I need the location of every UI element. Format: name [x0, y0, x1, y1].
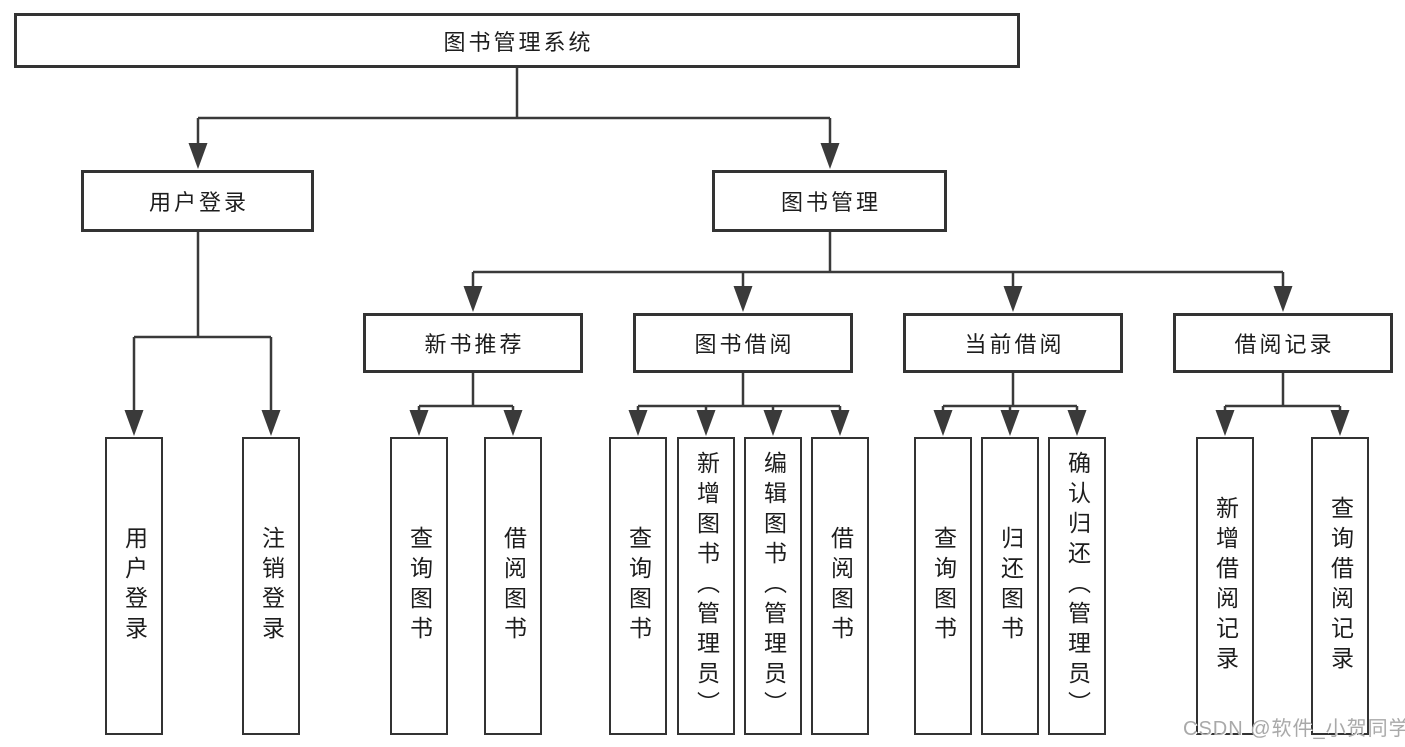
node-current-borrow: 当前借阅 [903, 313, 1123, 373]
leaf-current-confirm-return-admin: 确认归还（管理员） [1048, 437, 1106, 735]
leaf-newbook-query-books-label: 查询图书 [406, 526, 433, 646]
leaf-borrow-query-books-label: 查询图书 [625, 526, 652, 646]
leaf-borrow-borrow-books: 借阅图书 [811, 437, 869, 735]
csdn-watermark: CSDN @软件_小贺同学 [1183, 718, 1405, 740]
leaf-borrow-borrow-books-label: 借阅图书 [827, 526, 854, 646]
leaf-newbook-query-books: 查询图书 [390, 437, 448, 735]
leaf-borrow-edit-books-admin: 编辑图书（管理员） [744, 437, 802, 735]
leaf-records-query-record: 查询借阅记录 [1311, 437, 1369, 735]
node-borrow-records: 借阅记录 [1173, 313, 1393, 373]
leaf-logout-login: 注销登录 [242, 437, 300, 735]
leaf-records-add-record: 新增借阅记录 [1196, 437, 1254, 735]
leaf-current-confirm-return-admin-label: 确认归还（管理员） [1064, 451, 1091, 721]
node-new-book-recommend-label: 新书推荐 [424, 332, 525, 357]
node-book-management-label: 图书管理 [780, 190, 881, 215]
leaf-borrow-add-books-admin: 新增图书（管理员） [677, 437, 735, 735]
leaf-current-query-books-label: 查询图书 [930, 526, 957, 646]
node-root: 图书管理系统 [14, 13, 1020, 68]
leaf-user-login: 用户登录 [105, 437, 163, 735]
node-book-borrow: 图书借阅 [633, 313, 853, 373]
leaf-current-query-books: 查询图书 [914, 437, 972, 735]
node-book-borrow-label: 图书借阅 [694, 332, 795, 357]
leaf-newbook-borrow-books: 借阅图书 [484, 437, 542, 735]
leaf-borrow-add-books-admin-label: 新增图书（管理员） [693, 451, 720, 721]
leaf-borrow-edit-books-admin-label: 编辑图书（管理员） [760, 451, 787, 721]
node-root-label: 图书管理系统 [443, 29, 594, 55]
node-current-borrow-label: 当前借阅 [964, 332, 1065, 357]
leaf-user-login-label: 用户登录 [121, 526, 148, 646]
node-new-book-recommend: 新书推荐 [363, 313, 583, 373]
leaf-logout-login-label: 注销登录 [258, 526, 285, 646]
leaf-current-return-books: 归还图书 [981, 437, 1039, 735]
node-book-management: 图书管理 [712, 170, 947, 232]
leaf-borrow-query-books: 查询图书 [609, 437, 667, 735]
leaf-current-return-books-label: 归还图书 [997, 526, 1024, 646]
leaf-records-add-record-label: 新增借阅记录 [1212, 496, 1239, 676]
node-user-login: 用户登录 [81, 170, 314, 232]
leaf-newbook-borrow-books-label: 借阅图书 [500, 526, 527, 646]
node-user-login-label: 用户登录 [148, 190, 249, 215]
node-borrow-records-label: 借阅记录 [1234, 332, 1335, 357]
leaf-records-query-record-label: 查询借阅记录 [1327, 496, 1354, 676]
